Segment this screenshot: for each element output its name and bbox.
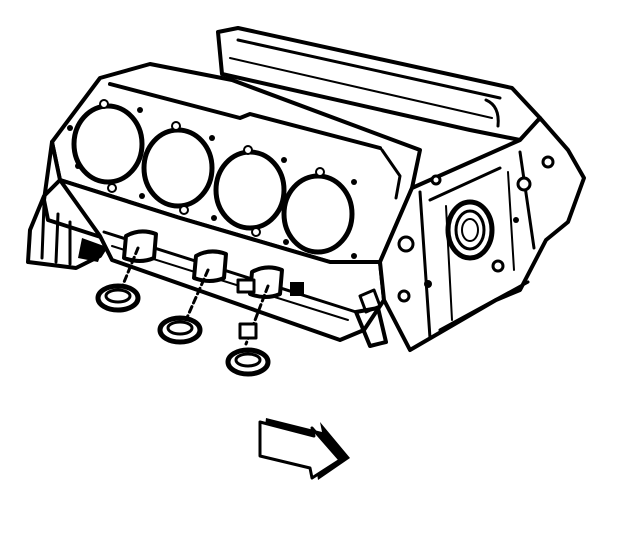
deck-bolt-holes — [67, 99, 357, 259]
cylinder-bores — [71, 103, 355, 255]
expansion-plugs — [95, 246, 271, 377]
arrow-icon — [258, 418, 350, 480]
cylinder-bore-2 — [141, 127, 215, 209]
block-rear-face — [26, 140, 112, 270]
cylinder-bore-4 — [281, 173, 355, 255]
expansion-plug-1 — [95, 283, 141, 313]
cylinder-bore-1 — [71, 103, 145, 185]
front-face-bolt-holes — [397, 155, 555, 303]
expansion-plug-2 — [157, 315, 203, 345]
expansion-plug-3 — [225, 322, 271, 377]
core-plug-bores — [122, 229, 304, 299]
cylinder-bore-3 — [213, 149, 287, 231]
engine-block-icon — [26, 26, 586, 352]
